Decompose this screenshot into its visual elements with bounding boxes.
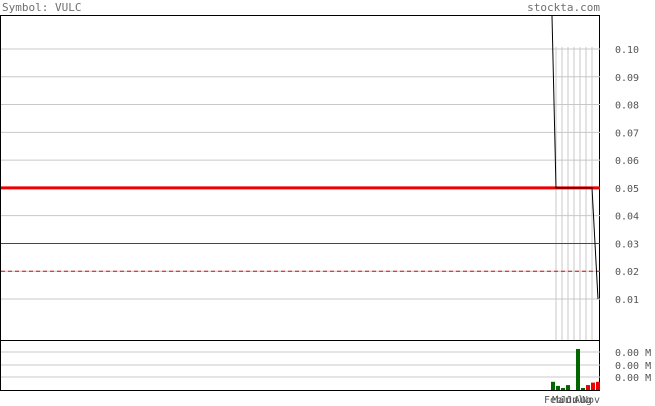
volume-bar — [591, 382, 595, 390]
volume-bar — [581, 387, 585, 390]
volume-bars — [551, 349, 600, 390]
price-tick-label: 0.08 — [615, 101, 639, 112]
date-tick-label: Mar — [552, 395, 570, 406]
volume-bar — [556, 385, 560, 390]
volume-axis-ticks: 0.00 M0.00 M0.00 M — [615, 348, 651, 384]
support-lines — [1, 186, 600, 272]
price-panel — [0, 15, 600, 341]
price-tick-label: 0.10 — [615, 45, 639, 56]
price-series — [551, 15, 599, 300]
date-tick-label: Feb — [544, 395, 562, 406]
date-tick-label: Nov — [582, 395, 600, 406]
volume-bar — [596, 381, 600, 390]
price-tick-label: 0.03 — [615, 239, 639, 250]
date-tick-label: Jul — [566, 395, 584, 406]
site-label: stockta.com — [527, 1, 600, 14]
price-tick-label: 0.01 — [615, 295, 639, 306]
volume-bar — [576, 349, 580, 390]
price-tick-label: 0.07 — [615, 128, 639, 139]
symbol-label: Symbol: VULC — [2, 1, 81, 14]
price-tick-label: 0.06 — [615, 156, 639, 167]
volume-bar — [551, 381, 555, 390]
price-tick-label: 0.02 — [615, 267, 639, 278]
volume-bar — [566, 385, 570, 390]
price-tick-label: 0.04 — [615, 212, 639, 223]
date-tick-label: Aug — [574, 395, 592, 406]
volume-bar — [586, 385, 590, 390]
price-line — [551, 15, 599, 300]
volume-tick-label: 0.00 M — [615, 348, 651, 359]
price-axis-ticks: 0.10 0.09 0.08 0.07 0.06 0.05 0.04 0.03 0.02 0.01 — [615, 45, 639, 306]
price-tick-label: 0.09 — [615, 73, 639, 84]
volume-tick-label: 0.00 M — [615, 361, 651, 372]
date-tick-label: Jun — [560, 395, 578, 406]
price-tick-label: 0.05 — [615, 184, 639, 195]
volume-gridlines — [1, 351, 600, 378]
volume-tick-label: 0.00 M — [615, 373, 651, 384]
volume-bar — [561, 387, 565, 390]
